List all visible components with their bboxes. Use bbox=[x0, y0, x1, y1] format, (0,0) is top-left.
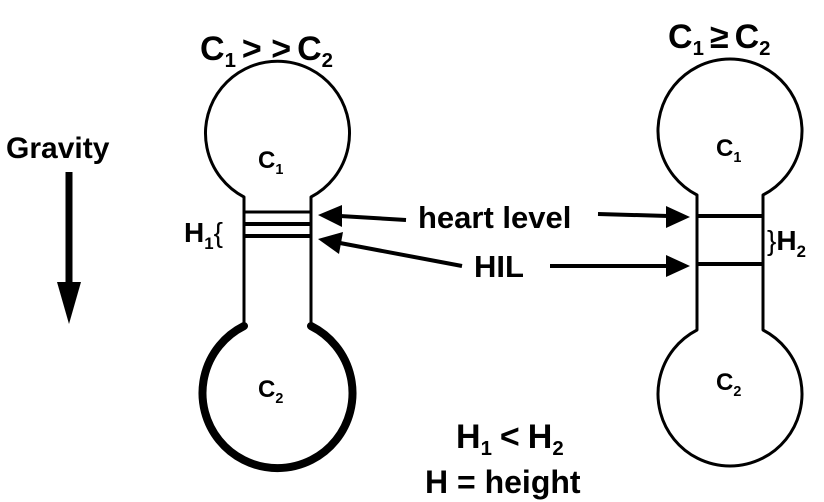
height-relation-label: H1<H2 bbox=[456, 418, 564, 460]
right-upper-chamber-label: C1 bbox=[716, 135, 741, 166]
gravity-label: Gravity bbox=[6, 132, 110, 165]
left-lower-chamber-label: C2 bbox=[258, 376, 283, 407]
heart-level-arrows bbox=[318, 205, 690, 228]
hil-label: HIL bbox=[474, 249, 524, 284]
left-upper-chamber-label: C1 bbox=[258, 147, 283, 178]
gravity-arrow bbox=[57, 172, 81, 324]
left-lower-chamber bbox=[198, 322, 357, 473]
right-condition-label: C1≥C2 bbox=[668, 18, 770, 60]
left-vessel bbox=[198, 59, 357, 473]
heart-level-label: heart level bbox=[418, 200, 571, 235]
hil-arrows bbox=[318, 232, 690, 277]
left-upper-chamber bbox=[204, 59, 351, 214]
right-lower-chamber-label: C2 bbox=[716, 369, 741, 400]
h1-marker-label: H1{ bbox=[184, 217, 223, 253]
right-vessel bbox=[656, 57, 804, 468]
height-definition-label: H = height bbox=[425, 464, 581, 500]
h2-marker-label: }H2 bbox=[767, 225, 806, 261]
